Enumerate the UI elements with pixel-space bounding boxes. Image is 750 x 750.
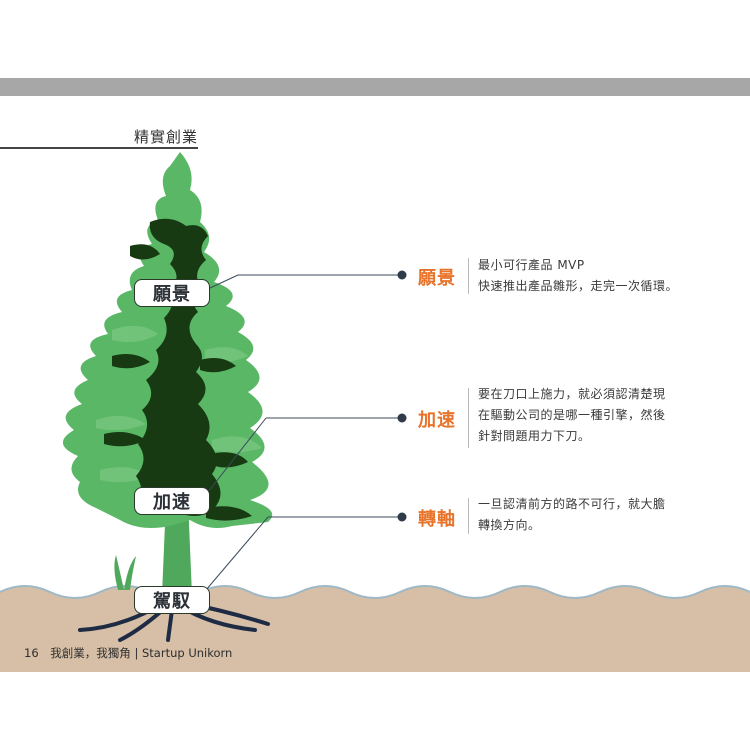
- grass-sprout: [114, 555, 136, 590]
- desc-line: 最小可行產品 MVP: [478, 258, 585, 272]
- callout-desc-accelerate: 要在刀口上施力，就必須認清楚現 在驅動公司的是哪一種引擎，然後 針對問題用力下刀…: [478, 384, 666, 447]
- tree-core: [104, 218, 252, 521]
- page-footer: 16 我創業，我獨角 | Startup Unikorn: [24, 645, 232, 661]
- connector-lines: [205, 274, 402, 591]
- callout-desc-vision: 最小可行產品 MVP 快速推出產品雛形，走完一次循環。: [478, 255, 678, 297]
- bottom-blank-band: [0, 672, 750, 750]
- book-title: 我創業，我獨角: [50, 646, 131, 660]
- desc-line: 一旦認清前方的路不可行，就大膽: [478, 497, 666, 511]
- page-number: 16: [24, 646, 39, 660]
- callout-key-pivot: 轉軸: [418, 509, 456, 530]
- tree-label-vision: 願景: [134, 279, 210, 307]
- tree-label-accelerate: 加速: [134, 487, 210, 515]
- desc-line: 在驅動公司的是哪一種引擎，然後: [478, 408, 666, 422]
- connector-dots: [397, 270, 407, 522]
- desc-line: 快速推出產品雛形，走完一次循環。: [478, 279, 679, 293]
- english-title: Startup Unikorn: [141, 646, 233, 660]
- callout-key-accelerate: 加速: [418, 410, 456, 431]
- footer-separator: |: [134, 646, 139, 660]
- desc-line: 要在刀口上施力，就必須認清楚現: [478, 387, 666, 401]
- callout-key-vision: 願景: [418, 268, 456, 289]
- callout-desc-pivot: 一旦認清前方的路不可行，就大膽 轉換方向。: [478, 494, 666, 536]
- top-gray-bar: [0, 78, 750, 96]
- callout-divider: [468, 258, 469, 294]
- section-title: 精實創業: [134, 128, 199, 146]
- callout-divider: [468, 498, 469, 534]
- desc-line: 轉換方向。: [478, 518, 541, 532]
- desc-line: 針對問題用力下刀。: [478, 429, 591, 443]
- title-underline: [0, 147, 198, 149]
- callout-divider: [468, 388, 469, 448]
- tree-label-steer: 駕馭: [134, 586, 210, 614]
